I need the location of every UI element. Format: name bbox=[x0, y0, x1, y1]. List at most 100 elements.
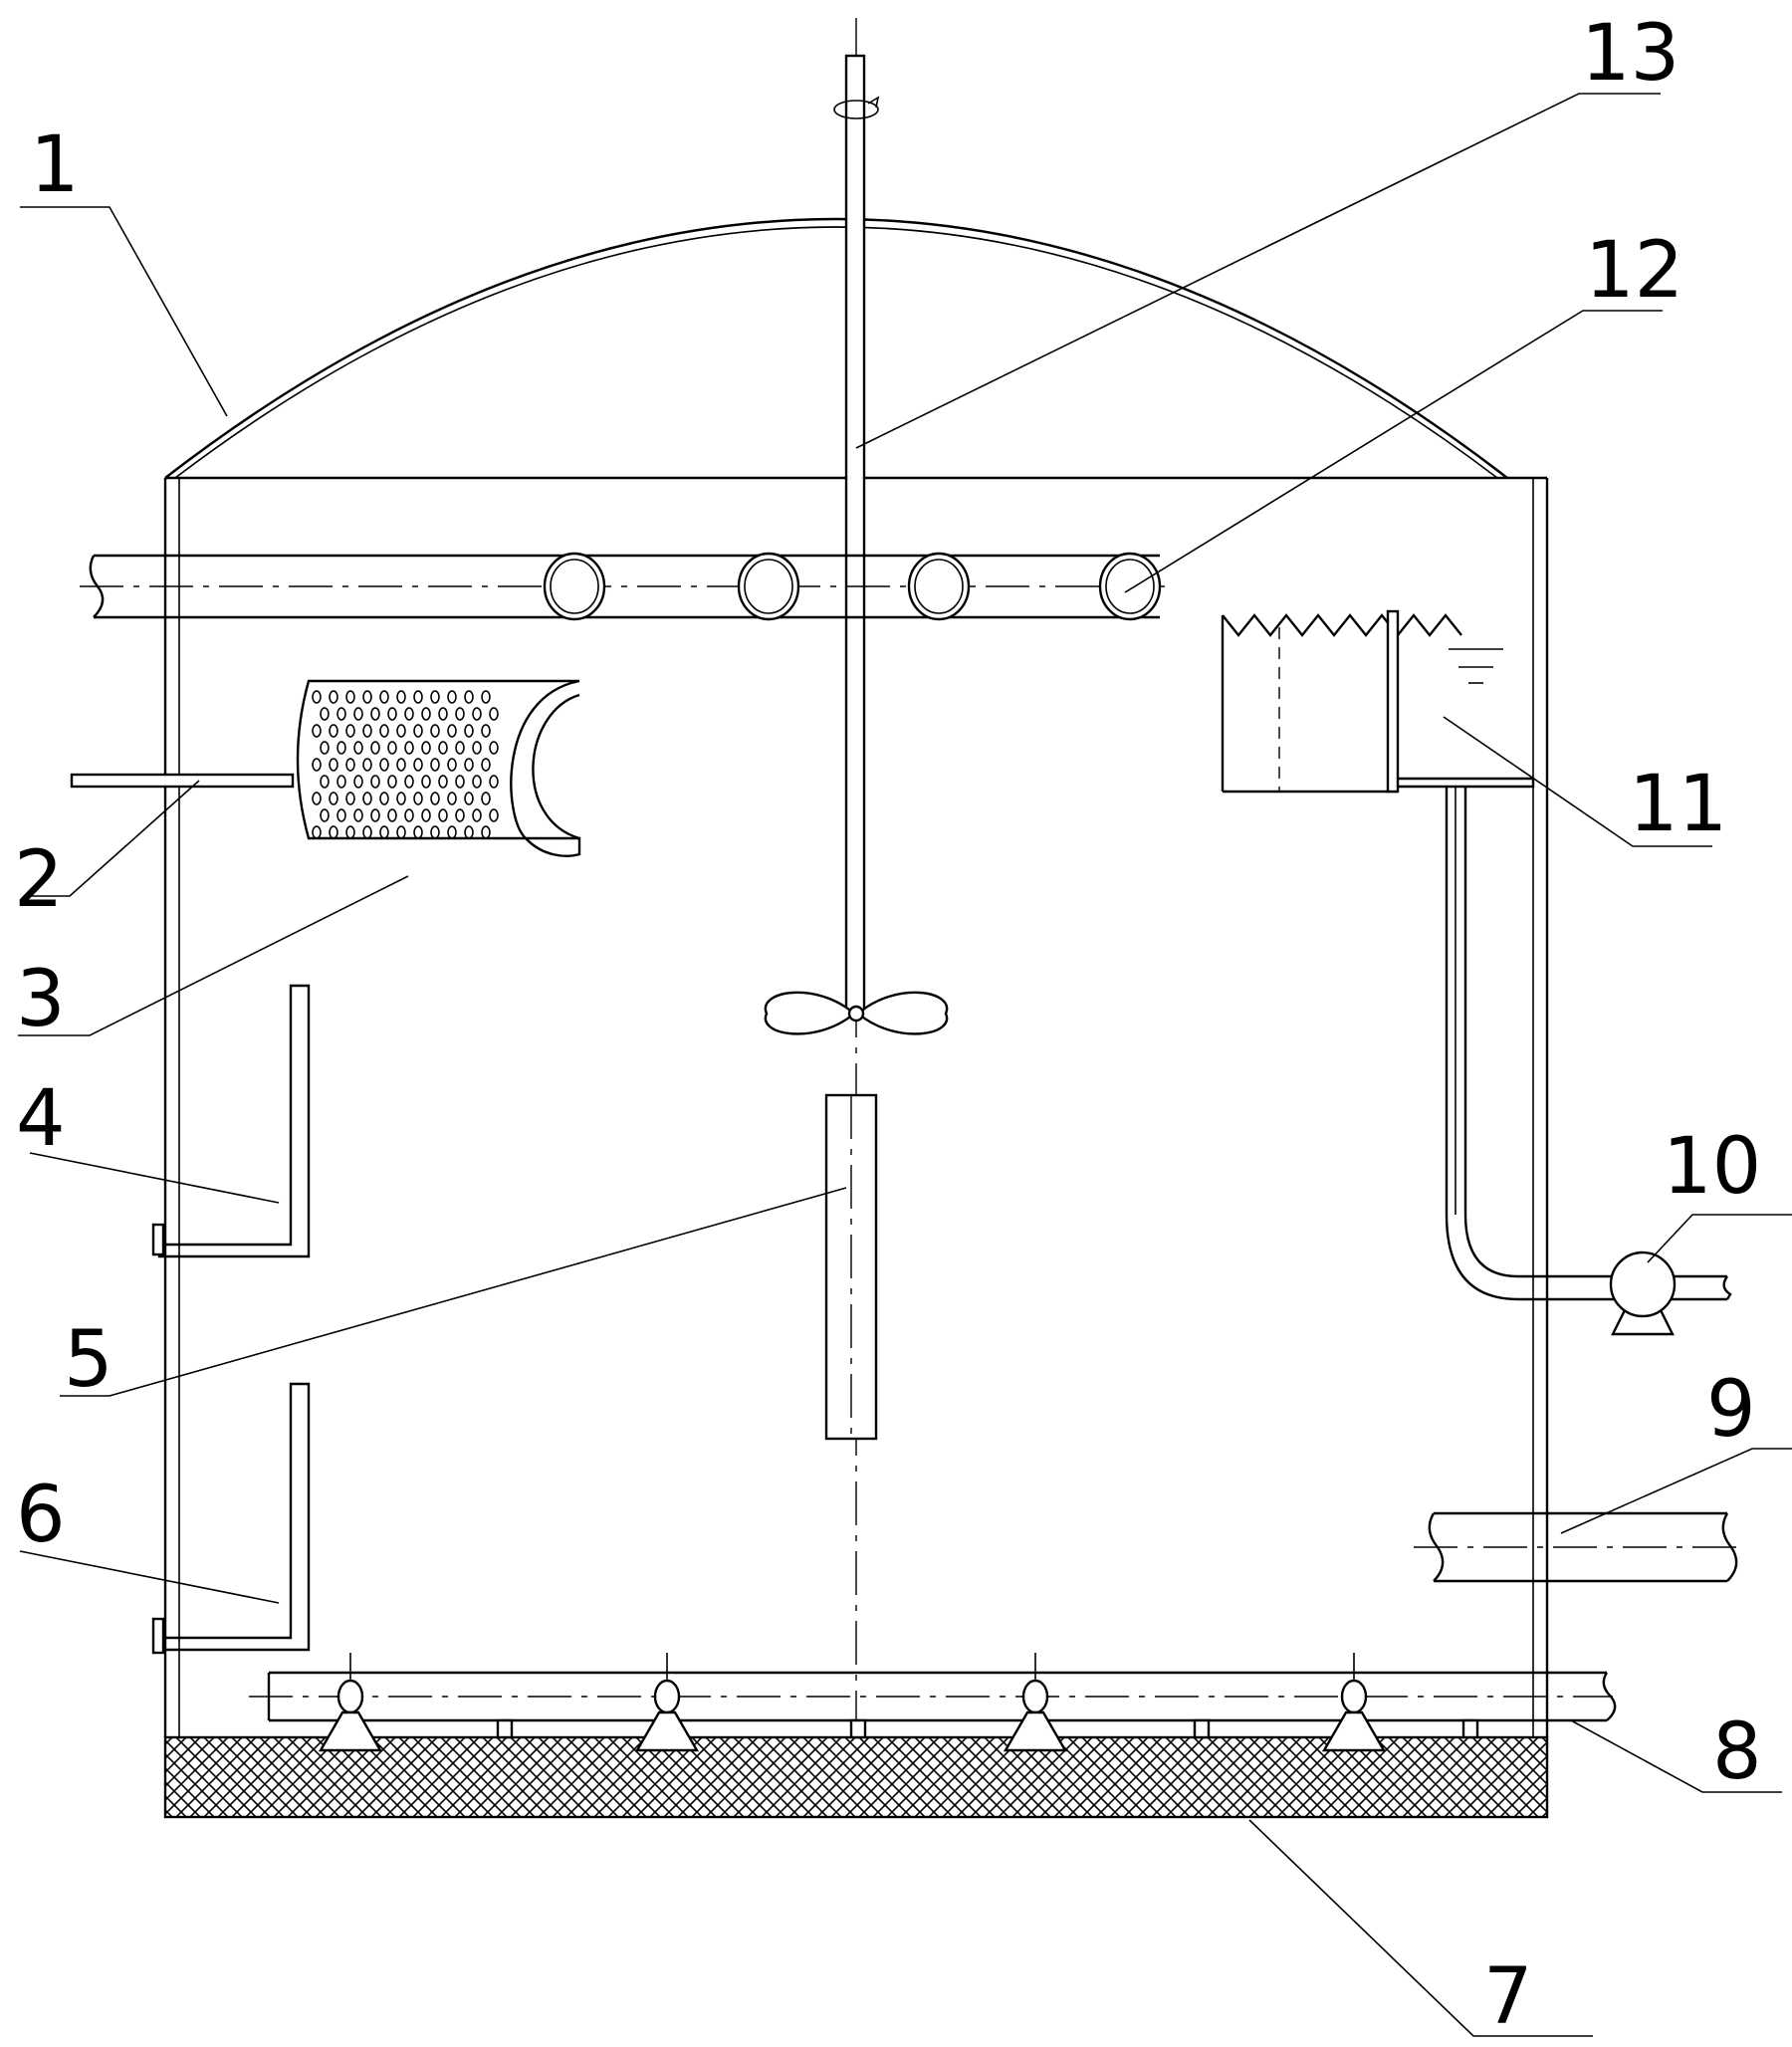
perforation-hole bbox=[370, 775, 380, 789]
side-pipe bbox=[1414, 1511, 1738, 1583]
perforation-hole bbox=[370, 741, 380, 755]
label-2: 2 bbox=[14, 835, 64, 925]
pipe-support bbox=[1193, 1718, 1211, 1739]
perforation-hole bbox=[413, 724, 423, 738]
perforation-hole bbox=[362, 825, 372, 839]
label-9: 9 bbox=[1706, 1365, 1756, 1455]
perforation-hole bbox=[481, 825, 491, 839]
perforation-hole bbox=[329, 758, 338, 772]
outlet-pipe-pump bbox=[1445, 787, 1732, 1336]
perforation-hole bbox=[353, 775, 363, 789]
part-labels: 1 2 3 4 5 6 7 8 9 10 11 12 13 bbox=[14, 9, 1762, 2042]
perforation-hole bbox=[379, 825, 389, 839]
overflow-weir bbox=[1221, 609, 1535, 794]
perforation-hole bbox=[430, 792, 440, 805]
perforation-hole bbox=[413, 690, 423, 704]
top-pipe bbox=[80, 552, 1165, 621]
perforation-hole bbox=[447, 690, 457, 704]
perforation-hole bbox=[489, 808, 499, 822]
label-10: 10 bbox=[1663, 1122, 1761, 1212]
perforation-hole bbox=[312, 792, 322, 805]
perforation-hole bbox=[396, 690, 406, 704]
leader-lines bbox=[18, 93, 1792, 2037]
perforation-hole bbox=[489, 707, 499, 721]
perforation-hole bbox=[396, 758, 406, 772]
perforation-hole bbox=[421, 741, 431, 755]
perforation-hole bbox=[353, 707, 363, 721]
perforation-hole bbox=[329, 825, 338, 839]
perforation-hole bbox=[320, 741, 330, 755]
perforation-hole bbox=[353, 808, 363, 822]
nozzle bbox=[318, 1653, 383, 1752]
perforation-hole bbox=[387, 741, 397, 755]
perforation-hole bbox=[430, 690, 440, 704]
perforation-hole bbox=[362, 690, 372, 704]
perforation-hole bbox=[472, 707, 482, 721]
baffle-lower bbox=[151, 1382, 311, 1655]
perforation-hole bbox=[396, 792, 406, 805]
perforation-hole bbox=[438, 808, 448, 822]
perforation-hole bbox=[489, 741, 499, 755]
perforation-hole bbox=[379, 690, 389, 704]
perforation-hole bbox=[336, 707, 346, 721]
perforation-hole bbox=[336, 775, 346, 789]
perforation-hole bbox=[320, 775, 330, 789]
perforation-hole bbox=[353, 741, 363, 755]
perforation-hole bbox=[413, 792, 423, 805]
perforation-hole bbox=[336, 808, 346, 822]
perforation-hole bbox=[489, 775, 499, 789]
perforation-hole bbox=[481, 792, 491, 805]
perforation-hole bbox=[379, 792, 389, 805]
perforation-hole bbox=[312, 825, 322, 839]
perforation-hole bbox=[464, 724, 474, 738]
perforation-hole bbox=[362, 724, 372, 738]
perforation-hole bbox=[404, 775, 414, 789]
label-12: 12 bbox=[1585, 226, 1683, 316]
perforation-hole bbox=[455, 707, 465, 721]
pipe-support bbox=[1461, 1718, 1479, 1739]
perforation-hole bbox=[336, 741, 346, 755]
perforation-hole bbox=[345, 792, 355, 805]
perforation-hole bbox=[413, 758, 423, 772]
perforation-hole bbox=[472, 741, 482, 755]
nozzle bbox=[1321, 1653, 1387, 1752]
perforation-hole bbox=[430, 825, 440, 839]
perforation-hole bbox=[404, 741, 414, 755]
perforation-hole bbox=[430, 758, 440, 772]
perforation-hole bbox=[455, 741, 465, 755]
perforation-hole bbox=[345, 825, 355, 839]
perforation-hole bbox=[345, 758, 355, 772]
tank-dome bbox=[164, 217, 1508, 479]
perforation-hole bbox=[387, 775, 397, 789]
perforation-hole bbox=[447, 758, 457, 772]
perforation-hole bbox=[312, 724, 322, 738]
label-6: 6 bbox=[16, 1471, 66, 1560]
perforation-hole bbox=[370, 707, 380, 721]
nozzle bbox=[1003, 1653, 1068, 1752]
perforated-basket bbox=[70, 679, 581, 857]
perforation-hole bbox=[481, 690, 491, 704]
perforation-hole bbox=[320, 808, 330, 822]
perforation-hole bbox=[481, 724, 491, 738]
label-1: 1 bbox=[30, 120, 80, 210]
perforation-hole bbox=[464, 792, 474, 805]
label-3: 3 bbox=[16, 955, 66, 1044]
perforation-hole bbox=[329, 690, 338, 704]
perforation-hole bbox=[404, 808, 414, 822]
perforation-hole bbox=[312, 690, 322, 704]
perforation-hole bbox=[472, 808, 482, 822]
perforation-hole bbox=[379, 758, 389, 772]
perforation-hole bbox=[320, 707, 330, 721]
perforation-hole bbox=[387, 707, 397, 721]
perforation-hole bbox=[421, 808, 431, 822]
pipe-support bbox=[849, 1718, 867, 1739]
label-7: 7 bbox=[1483, 1952, 1533, 2042]
perforation-hole bbox=[447, 792, 457, 805]
perforation-hole bbox=[438, 741, 448, 755]
perforation-hole bbox=[345, 690, 355, 704]
perforation-hole bbox=[345, 724, 355, 738]
label-11: 11 bbox=[1629, 760, 1727, 849]
perforation-hole bbox=[447, 825, 457, 839]
bottom-distributor-pipe bbox=[249, 1653, 1617, 1752]
